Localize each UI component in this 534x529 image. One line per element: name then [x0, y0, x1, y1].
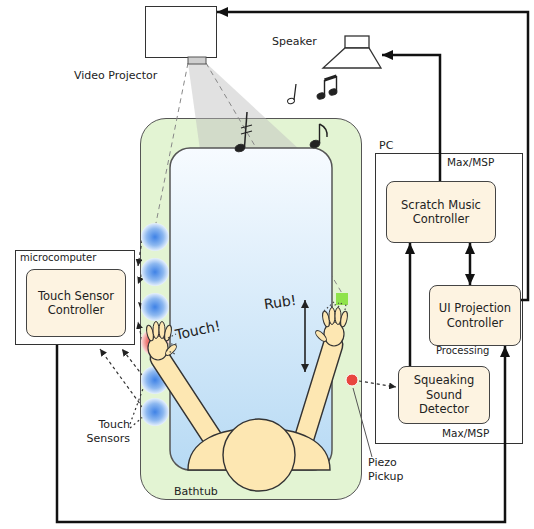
annotation-label: Processing	[436, 345, 489, 358]
projector-light	[188, 63, 300, 150]
process-box: Squeaking Sound Detector	[398, 366, 490, 424]
bather-figure	[164, 343, 178, 357]
touch-sensors	[141, 398, 169, 426]
arrow-connector	[409, 243, 412, 366]
projector-box: Video Projector	[145, 6, 217, 58]
touch-sparks	[166, 350, 175, 354]
annotation-label: Touch Sensors	[66, 418, 130, 446]
speaker-icon	[345, 36, 369, 48]
bather-figure	[303, 345, 333, 442]
speaker-icon	[323, 36, 381, 68]
bather-figure	[153, 322, 159, 339]
piezo-pickup	[346, 374, 358, 386]
node-text: PC	[379, 139, 393, 153]
node-text: Bathtub	[174, 485, 218, 499]
music-notes	[325, 76, 337, 80]
node-text: Video Projector	[74, 69, 157, 83]
node-text: Touch Sensor Controller	[31, 289, 121, 318]
music-notes	[241, 131, 252, 134]
bather-figure	[314, 329, 328, 343]
arrow-connector	[469, 243, 472, 285]
touch-sensors	[141, 293, 169, 321]
bather-figure	[145, 308, 348, 492]
pc-box: PCScratch Music ControllerUI Projection …	[375, 153, 523, 444]
touch-sensors	[141, 258, 169, 286]
music-notes	[319, 124, 320, 143]
bather-figure	[329, 308, 335, 325]
annotation-label: Max/MSP	[442, 427, 489, 440]
bather-figure	[303, 345, 333, 442]
projector-light	[188, 57, 206, 64]
music-notes	[241, 125, 252, 128]
bather-figure	[163, 325, 172, 342]
music-notes	[324, 80, 325, 95]
microcomputer-box: microcomputerTouch Sensor Controller	[15, 250, 135, 345]
annotation-label: Piezo Pickup	[368, 456, 418, 484]
node-text: microcomputer	[20, 252, 96, 265]
node-text: Squeaking Sound Detector	[403, 373, 485, 416]
process-box: Touch Sensor Controller	[26, 269, 126, 337]
rub-indicator	[304, 300, 306, 372]
node-text: Speaker	[272, 35, 317, 49]
process-box: UI Projection Controller	[429, 285, 521, 346]
node-text: UI Projection Controller	[434, 301, 516, 330]
touch-sparks	[167, 343, 177, 344]
bather-figure	[223, 419, 295, 491]
touch-sensors	[141, 223, 169, 251]
annotation-label: Max/MSP	[447, 156, 494, 169]
node-text: Scratch Music Controller	[391, 198, 491, 227]
rub-indicator	[336, 293, 348, 305]
touch-sensor-arrows	[100, 349, 143, 408]
speaker-icon	[323, 48, 381, 68]
music-notes	[294, 84, 296, 100]
process-box: Scratch Music Controller	[386, 181, 496, 243]
music-notes	[245, 112, 248, 147]
music-notes	[336, 76, 337, 91]
